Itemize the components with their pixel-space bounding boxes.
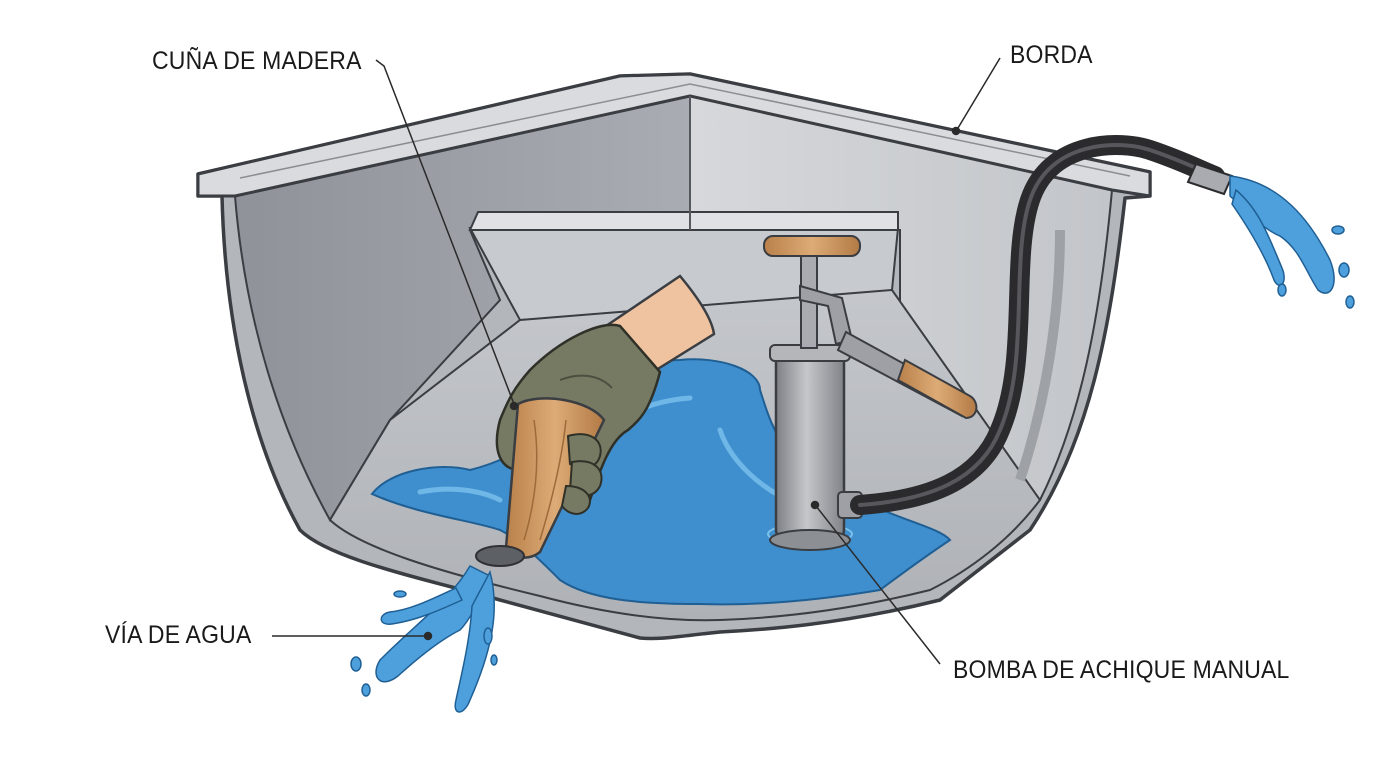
leak-spray <box>350 565 498 713</box>
wedge-grain <box>523 419 567 541</box>
hose-nozzle <box>1186 162 1234 196</box>
bilge-pump <box>763 235 978 551</box>
leak-opening <box>475 545 525 567</box>
hull-right-rib <box>1015 229 1065 482</box>
leader-line-pump <box>815 505 941 665</box>
gunwale-rail <box>196 72 1152 198</box>
pump-linkage <box>799 284 854 346</box>
label-gunwale: BORDA <box>1010 41 1093 69</box>
discharge-spray <box>1229 175 1355 309</box>
leader-lines <box>272 57 1001 665</box>
leader-dot-pump <box>810 500 820 510</box>
leader-dot-leak <box>423 631 433 641</box>
leak-hole <box>475 545 525 567</box>
gunwale-highlight <box>239 83 1131 179</box>
pump-base <box>769 529 851 551</box>
leader-dot-gunwale <box>951 126 961 136</box>
glove-finger <box>560 484 591 515</box>
label-bilge-pump: BOMBA DE ACHIQUE MANUAL <box>953 656 1290 684</box>
bulkhead-top <box>468 211 899 231</box>
pump-lever-grip <box>896 358 978 420</box>
discharge-hose <box>850 135 1234 515</box>
pump-t-handle <box>763 235 861 257</box>
leader-dot-wedge <box>509 401 519 411</box>
hand-with-wedge <box>495 274 716 559</box>
leader-line-gunwale <box>957 57 1001 129</box>
label-wooden-wedge: CUÑA DE MADERA <box>152 47 362 75</box>
hull-left-wall <box>233 94 691 522</box>
hose-highlight <box>858 143 1217 507</box>
label-leak: VÍA DE AGUA <box>105 621 252 649</box>
leader-line-wedge <box>375 59 515 405</box>
pump-barrel <box>774 348 846 542</box>
